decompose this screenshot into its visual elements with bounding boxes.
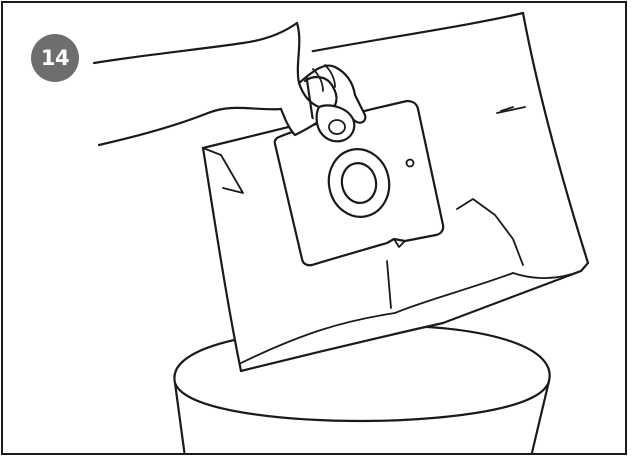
dust-bag-disposal-illustration [3,3,627,455]
waste-bin-icon [174,326,549,455]
dust-bag-icon [203,13,588,371]
illustration-frame: 14 [1,1,627,455]
step-number-badge: 14 [31,34,79,82]
